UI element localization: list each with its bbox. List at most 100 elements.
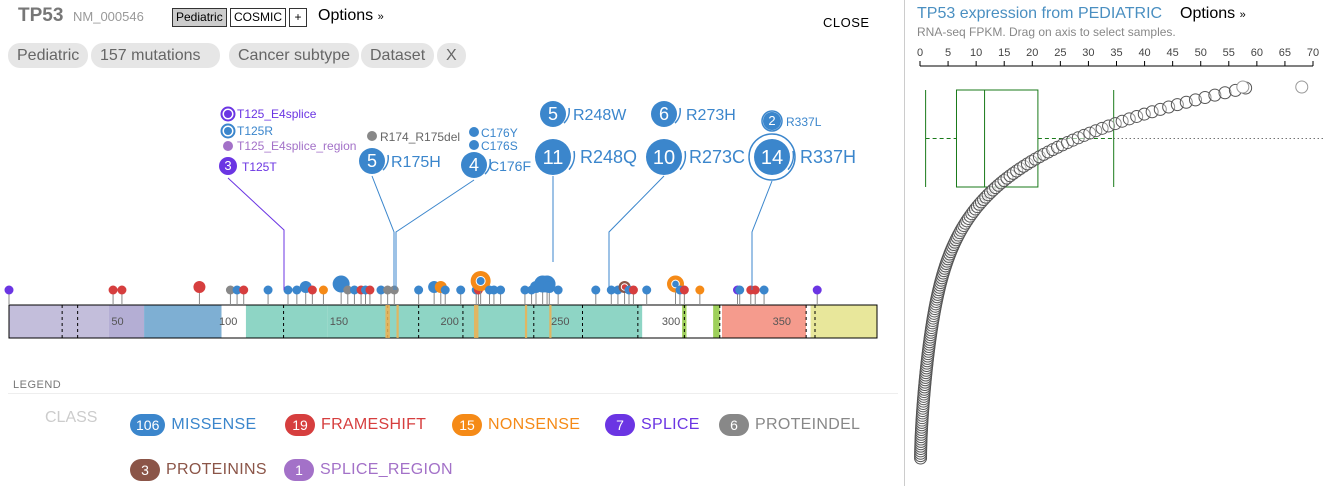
label-T125R[interactable]: T125R	[237, 124, 273, 138]
mutation-proteindel[interactable]	[343, 285, 353, 295]
mutation-frameshift[interactable]	[365, 285, 375, 295]
label-badge-T125_E4splice_region[interactable]	[223, 141, 233, 151]
mutation-missense[interactable]	[440, 285, 450, 295]
label-badge-R174_R175del[interactable]	[367, 131, 377, 141]
label-T125T[interactable]: T125T	[242, 160, 277, 174]
mutation-frameshift[interactable]	[239, 285, 249, 295]
filter-pill-mutation-count[interactable]: 157 mutations	[91, 43, 220, 68]
label-T125_E4splice_region[interactable]: T125_E4splice_region	[237, 139, 356, 153]
close-button[interactable]: CLOSE	[823, 15, 870, 30]
label-badge-T125T[interactable]	[219, 157, 237, 175]
mutation-nested[interactable]	[475, 276, 486, 286]
label-R174_R175del[interactable]: R174_R175del	[380, 130, 460, 144]
mutation-missense[interactable]	[759, 285, 769, 295]
mutation-frameshift[interactable]	[108, 285, 118, 295]
label-R248W[interactable]: R248W	[573, 107, 627, 124]
mutation-splice[interactable]	[812, 285, 822, 295]
label-badge-C176F[interactable]	[461, 152, 487, 178]
label-leader[interactable]	[227, 177, 285, 290]
label-leader[interactable]	[371, 175, 395, 290]
label-R337L[interactable]: R337L	[786, 115, 822, 129]
mutation-frameshift[interactable]	[193, 281, 206, 293]
mutation-missense[interactable]	[520, 285, 530, 295]
mutation-missense[interactable]	[232, 285, 242, 295]
label-badge-T125R[interactable]	[224, 127, 232, 135]
label-leader[interactable]	[608, 175, 665, 290]
legend-label: FRAMESHIFT	[321, 416, 427, 433]
label-R273H[interactable]: R273H	[686, 107, 736, 124]
label-C176S[interactable]: C176S	[481, 139, 518, 153]
label-R175H[interactable]: R175H	[391, 154, 441, 171]
mutation-splice[interactable]	[4, 285, 14, 295]
label-R273C[interactable]: R273C	[689, 147, 745, 167]
mutation-missense[interactable]	[283, 285, 293, 295]
axis-tick-label: 10	[970, 47, 982, 59]
mutation-frameshift[interactable]	[307, 285, 317, 295]
expression-options-menu[interactable]: Options »	[1180, 5, 1246, 23]
label-badge-R248Q[interactable]	[535, 139, 571, 175]
label-badge-C176S[interactable]	[469, 140, 479, 150]
label-R248Q[interactable]: R248Q	[580, 147, 637, 167]
mutation-missense[interactable]	[349, 285, 359, 295]
mutation-frameshift[interactable]	[117, 285, 127, 295]
mutation-proteindel[interactable]	[383, 285, 393, 295]
mutation-proteindel[interactable]	[225, 285, 235, 295]
legend-label: SPLICE	[641, 416, 700, 433]
count-label: 6	[659, 104, 669, 124]
label-R337H[interactable]: R337H	[800, 147, 856, 167]
count-label: 10	[653, 147, 675, 169]
label-badge-R175H[interactable]	[359, 148, 385, 174]
protein-domain	[245, 305, 328, 338]
label-badge-C176Y[interactable]	[469, 127, 479, 137]
filter-pill-dataset[interactable]: Dataset	[361, 43, 435, 68]
label-leader[interactable]	[751, 180, 773, 290]
mutation-nonsense[interactable]	[318, 285, 328, 295]
mutation-missense[interactable]	[414, 285, 424, 295]
mutation-frameshift[interactable]	[628, 285, 638, 295]
label-badge-R273C[interactable]	[646, 139, 682, 175]
mutation-missense[interactable]	[735, 285, 745, 295]
label-badge-R337L[interactable]	[763, 112, 781, 130]
sample-point	[1115, 114, 1129, 128]
label-C176F[interactable]: C176F	[489, 158, 531, 174]
filter-pill-clear[interactable]: X	[437, 43, 466, 68]
label-leader[interactable]	[395, 179, 475, 290]
mutation-frameshift[interactable]	[750, 285, 760, 295]
mutation-nonsense[interactable]	[695, 285, 705, 295]
label-badge-T125_E4splice[interactable]	[224, 110, 232, 118]
mutation-missense[interactable]	[263, 285, 273, 295]
mutation-frameshift[interactable]	[679, 285, 689, 295]
mutation-missense[interactable]	[553, 285, 563, 295]
label-T125_E4splice[interactable]: T125_E4splice	[237, 107, 317, 121]
mutation-missense[interactable]	[543, 281, 556, 293]
mutation-missense[interactable]	[591, 285, 601, 295]
mutation-missense[interactable]	[376, 285, 386, 295]
mutation-missense[interactable]	[489, 285, 499, 295]
label-C176Y[interactable]: C176Y	[481, 126, 518, 140]
dataset-button-pediatric[interactable]: Pediatric	[172, 8, 227, 27]
label-badge-R273H[interactable]	[651, 101, 677, 127]
hotspot-marker	[385, 305, 390, 338]
mutation-nested[interactable]	[671, 279, 680, 289]
label-badge-R248W[interactable]	[540, 101, 566, 127]
mutation-missense[interactable]	[496, 285, 506, 295]
axis-tick-label: 50	[111, 316, 123, 328]
add-dataset-button[interactable]: +	[289, 8, 307, 27]
dataset-button-cosmic[interactable]: COSMIC	[230, 8, 286, 27]
mutation-missense[interactable]	[456, 285, 466, 295]
mutation-missense[interactable]	[292, 285, 302, 295]
filter-pill-dataset-group[interactable]: Pediatric	[8, 43, 89, 68]
filter-pill-cancer-subtype[interactable]: Cancer subtype	[229, 43, 360, 68]
label-badge-R337H[interactable]	[754, 139, 790, 175]
options-menu[interactable]: Options »	[318, 7, 384, 25]
mutation-missense[interactable]	[642, 285, 652, 295]
